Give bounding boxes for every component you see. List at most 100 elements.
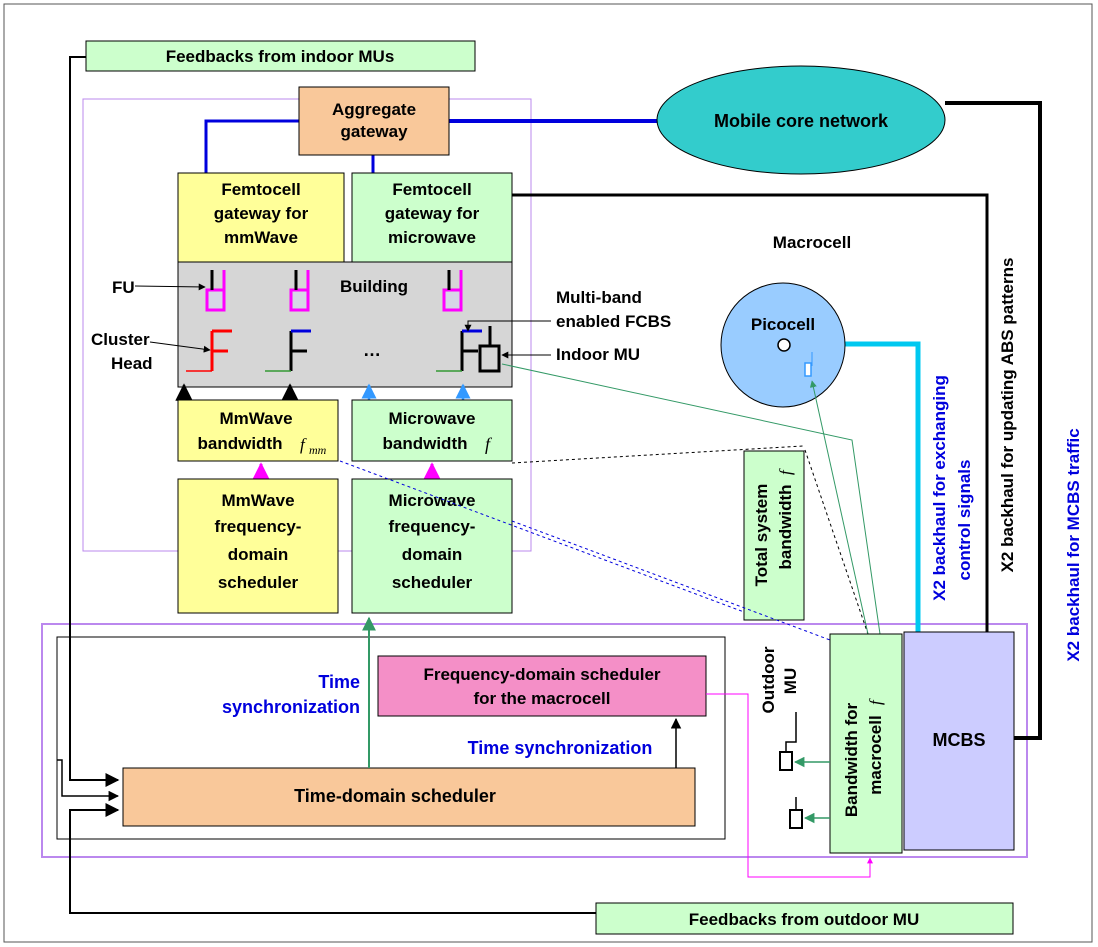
indoor-mu-text: Indoor MU <box>556 345 640 364</box>
mm-scheduler-box <box>177 478 339 614</box>
fcbs-blue <box>265 329 311 372</box>
femto-gateway-mm-text-1: Femtocell <box>221 180 300 199</box>
x2-traffic-text: X2 backhaul for MCBS traffic <box>1064 428 1083 661</box>
aggregate-gateway-text-1: Aggregate <box>332 100 416 119</box>
mm-scheduler-text-2: frequency- <box>215 517 302 536</box>
femto-gateway-mw-text-1: Femtocell <box>392 180 471 199</box>
fcbs-text-1: Multi-band <box>556 288 642 307</box>
total-bandwidth-box <box>743 450 805 621</box>
dashed-total-bw <box>804 449 871 641</box>
mm-scheduler-text-3: domain <box>228 545 288 564</box>
mw-bandwidth-sym: f <box>485 434 493 454</box>
mm-scheduler-text-1: MmWave <box>221 491 294 510</box>
feedback-outdoor-text: Feedbacks from outdoor MU <box>689 910 919 929</box>
fu-device-3 <box>442 270 463 312</box>
feedback-outdoor-line <box>69 803 596 914</box>
time-scheduler-box <box>122 767 696 827</box>
pico-bs-icon <box>777 338 791 352</box>
dashed-mw-bw <box>511 445 804 464</box>
outdoor-mu-text-1: Outdoor <box>759 646 778 713</box>
freq-macro-box <box>377 655 707 717</box>
time-sync-text-1: Time <box>318 672 360 692</box>
scheduler-region <box>56 636 726 840</box>
feedback-outdoor-box <box>595 902 1014 935</box>
fu-device-2 <box>289 270 310 312</box>
mw-scheduler-text-3: domain <box>402 545 462 564</box>
core-network-ellipse <box>656 65 946 175</box>
outer-frame <box>3 3 1093 943</box>
feedback-indoor-box <box>85 40 476 72</box>
mm-bandwidth-sym: f <box>300 435 307 454</box>
picocell-text: Picocell <box>751 315 815 334</box>
core-network-text: Mobile core network <box>714 111 889 131</box>
femto-gateway-mm-text-2: gateway for <box>214 204 309 223</box>
building-text: Building <box>340 277 408 296</box>
outdoor-mu-text-2: MU <box>781 668 800 694</box>
femto-gateway-mw-text-3: microwave <box>388 228 476 247</box>
macro-bandwidth-box <box>829 633 903 854</box>
macrocell-label: Macrocell <box>773 233 851 252</box>
aggregate-gateway-box <box>298 86 450 156</box>
dashed-mw-sched <box>511 520 831 641</box>
cluster-head-text-2: Head <box>111 354 153 373</box>
mw-bandwidth-box <box>351 399 513 462</box>
macrocell-region <box>41 623 1028 858</box>
mm-scheduler-text-4: scheduler <box>218 573 299 592</box>
picocell-backhaul-line <box>838 341 921 632</box>
x2-control-text-2: control signals <box>955 460 974 581</box>
macro-bandwidth-text-2: macrocell <box>866 715 885 794</box>
femto-gateway-mw-text-2: gateway for <box>385 204 480 223</box>
green-link-indoor-mu <box>501 363 881 635</box>
fcbs-pointer <box>464 320 551 332</box>
mm-bandwidth-box <box>177 399 339 462</box>
x2-control-text-1: X2 backhaul for exchanging <box>930 375 949 601</box>
mw-scheduler-box <box>351 478 513 614</box>
outdoor-mu-device-2 <box>789 797 803 829</box>
magenta-link <box>706 693 873 878</box>
ellipsis-text: … <box>363 340 381 360</box>
blue-backhaul-left <box>204 119 299 173</box>
mm-bandwidth-text-1: MmWave <box>219 409 292 428</box>
total-bandwidth-text-1: Total system <box>752 484 771 587</box>
mcbs-text: MCBS <box>933 730 986 750</box>
abs-backhaul-line <box>512 193 989 632</box>
green-link-pico <box>809 380 869 635</box>
building-box <box>177 261 513 388</box>
traffic-backhaul-line <box>945 101 1042 740</box>
fu-device-1 <box>205 270 226 312</box>
mw-scheduler-text-2: frequency- <box>389 517 476 536</box>
feedback-indoor-text: Feedbacks from indoor MUs <box>166 47 395 66</box>
time-scheduler-text: Time-domain scheduler <box>294 786 496 806</box>
macro-bandwidth-sym: f <box>866 698 885 705</box>
mw-scheduler-text-1: Microwave <box>389 491 476 510</box>
fu-pointer <box>134 283 206 291</box>
aggregate-gateway-text-2: gateway <box>340 122 408 141</box>
femto-gateway-mm-text-3: mmWave <box>224 228 298 247</box>
total-bandwidth-text-2: bandwidth <box>776 485 795 570</box>
mm-bandwidth-sub: mm <box>309 443 327 457</box>
time-sync-text-3: Time synchronization <box>468 738 653 758</box>
outdoor-mu-device-1 <box>779 712 797 771</box>
freq-macro-text-1: Frequency-domain scheduler <box>423 665 660 684</box>
mw-bandwidth-text-2: bandwidth <box>383 434 468 453</box>
indoor-mu-device <box>478 326 501 373</box>
fu-label: FU <box>112 278 135 297</box>
fcbs-text-2: enabled FCBS <box>556 312 671 331</box>
fcbs-red <box>186 329 232 372</box>
mcbs-box <box>903 631 1015 851</box>
mw-bandwidth-text-1: Microwave <box>389 409 476 428</box>
total-bandwidth-sym: f <box>776 468 795 475</box>
scheduler-loop-line <box>57 759 120 802</box>
cluster-head-text-1: Cluster <box>91 330 150 349</box>
feedback-indoor-line <box>69 56 120 787</box>
freq-macro-text-2: for the macrocell <box>474 689 611 708</box>
mm-bandwidth-text-2: bandwidth <box>198 434 283 453</box>
mw-scheduler-text-4: scheduler <box>392 573 473 592</box>
x2-abs-text: X2 backhaul for updating ABS patterns <box>998 258 1017 573</box>
cluster-head-pointer <box>149 341 211 353</box>
macro-bandwidth-text-1: Bandwidth for <box>842 702 861 817</box>
time-sync-text-2: synchronization <box>222 697 360 717</box>
pico-user-icon <box>804 352 813 377</box>
